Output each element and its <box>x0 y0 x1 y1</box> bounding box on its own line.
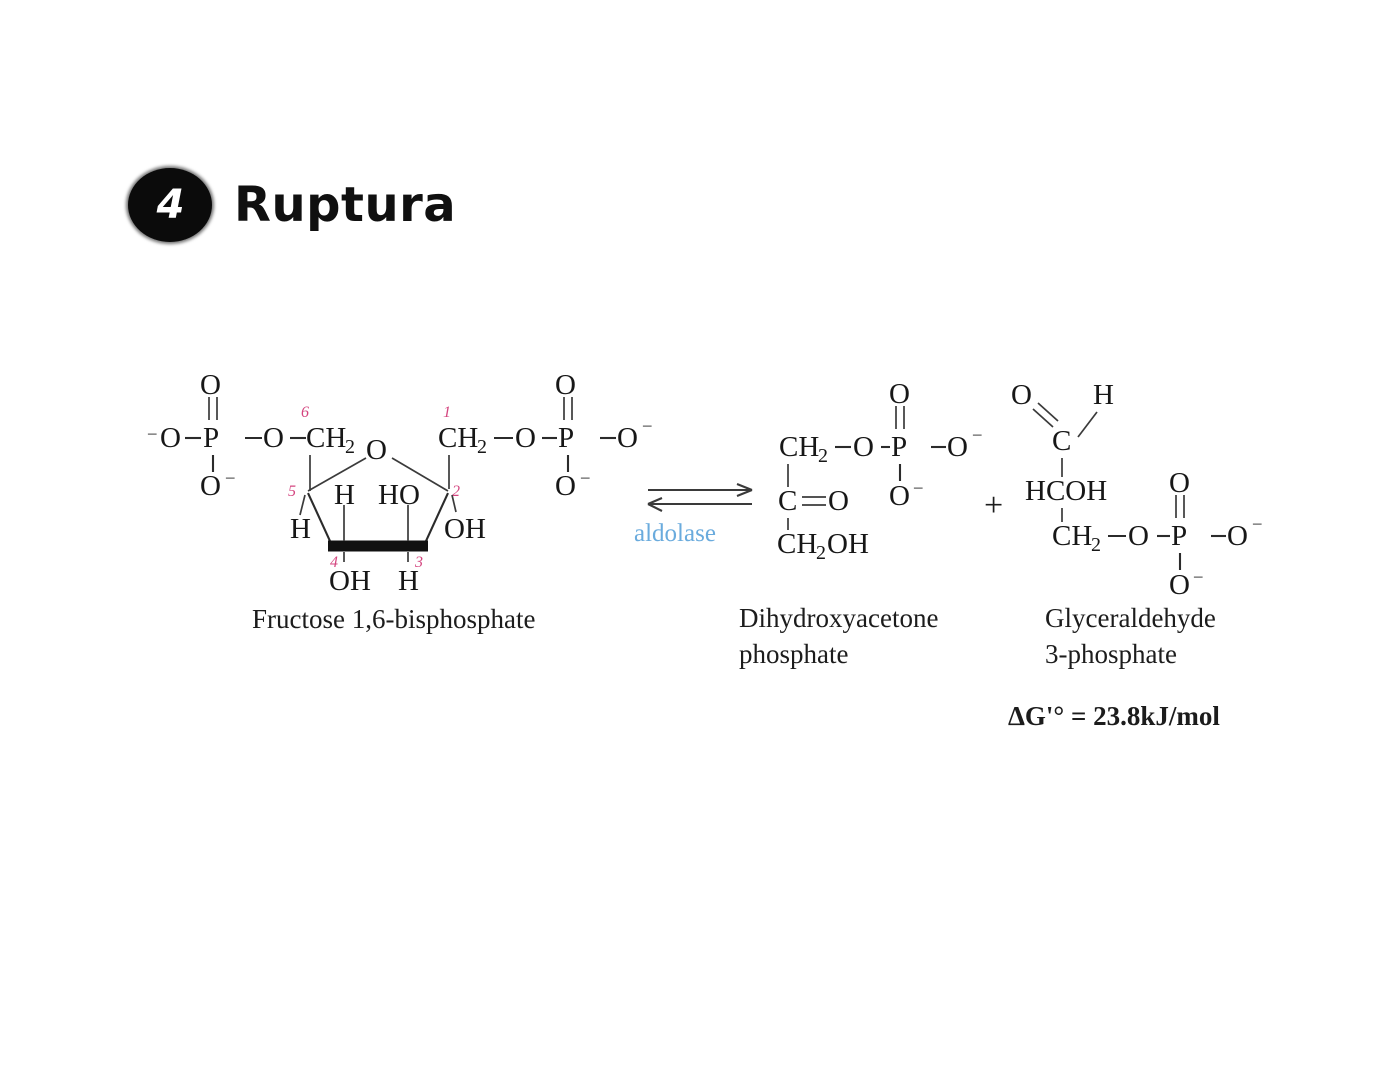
dhap-carbonyl-c: C <box>778 485 797 517</box>
reverse-arrow-head-bottom <box>647 503 663 512</box>
dhap-carbonyl-o: O <box>828 485 849 517</box>
left-bottom-o-charge: – <box>225 467 235 486</box>
c6-subscript: 2 <box>345 436 355 458</box>
forward-arrow-head-top <box>736 483 753 491</box>
ring-number-4: 4 <box>330 554 338 571</box>
g3p-top-o: O <box>1169 467 1190 499</box>
g3p-terminal-o-charge: – <box>1252 513 1262 532</box>
c4-hydroxyl: OH <box>329 565 371 597</box>
left-phosphorus: P <box>203 422 219 454</box>
delta-g-value: ΔG'° = 23.8kJ/mol <box>1008 701 1220 731</box>
g3p-aldehyde-o: O <box>1011 379 1032 411</box>
c1-subscript: 2 <box>477 436 487 458</box>
compound-fructose-1-6-bisphosphate: – O P O O O – 6 CH 2 <box>147 369 652 634</box>
ring-number-6: 6 <box>301 404 309 421</box>
g3p-ch2-subscript: 2 <box>1091 534 1101 556</box>
dhap-terminal-o-charge: – <box>972 424 982 443</box>
dhap-ch2-top-subscript: 2 <box>818 445 828 467</box>
substrate-name: Fructose 1,6-bisphosphate <box>252 604 535 634</box>
g3p-bottom-o-charge: – <box>1193 566 1203 585</box>
c3-hydroxyl: HO <box>378 479 420 511</box>
g3p-bridge-o: O <box>1128 520 1149 552</box>
dhap-ch2oh-tail: OH <box>827 528 869 560</box>
dhap-top-o: O <box>889 378 910 410</box>
bond-c5-ringO <box>307 457 367 492</box>
right-top-o: O <box>555 369 576 401</box>
bond-g3p-o-double-b <box>1032 408 1054 428</box>
dhap-ch2oh-subscript: 2 <box>816 542 826 564</box>
bond-c5-c4 <box>307 492 331 542</box>
left-terminal-o-charge: – <box>147 423 157 442</box>
g3p-bottom-o: O <box>1169 569 1190 601</box>
enzyme-label: aldolase <box>634 520 716 547</box>
g3p-ch2: CH <box>1052 520 1092 552</box>
g3p-name-line2: 3-phosphate <box>1045 639 1177 669</box>
g3p-hcoh: HCOH <box>1025 475 1107 507</box>
right-phosphorus: P <box>558 422 574 454</box>
dhap-phosphorus: P <box>891 431 907 463</box>
right-terminal-o: O <box>617 422 638 454</box>
right-bottom-o: O <box>555 470 576 502</box>
right-bottom-o-charge: – <box>580 467 590 486</box>
c4-hydrogen: H <box>334 479 355 511</box>
compound-glyceraldehyde-3-phosphate: O C H HCOH CH 2 O P O – O O – Glyceralde… <box>1011 379 1262 669</box>
dhap-bridge-o: O <box>853 431 874 463</box>
reverse-arrow-head-top <box>647 497 663 505</box>
g3p-phosphorus: P <box>1171 520 1187 552</box>
step-number-badge: 4 <box>128 168 212 242</box>
plus-sign: + <box>984 487 1003 524</box>
ring-number-3: 3 <box>414 554 423 571</box>
c5-hydrogen: H <box>290 513 311 545</box>
bond-c5-h <box>299 494 306 516</box>
g3p-aldehyde-h: H <box>1093 379 1114 411</box>
page-title: Ruptura <box>234 177 457 233</box>
dhap-ch2-top: CH <box>779 431 819 463</box>
ring-oxygen: O <box>366 434 387 466</box>
dhap-ch2oh: CH <box>777 528 817 560</box>
g3p-name-line1: Glyceraldehyde <box>1045 603 1216 633</box>
c6-label: CH <box>306 422 346 454</box>
left-top-o: O <box>200 369 221 401</box>
dhap-bottom-o-charge: – <box>913 477 923 496</box>
dhap-bottom-o: O <box>889 480 910 512</box>
dhap-name-line2: phosphate <box>739 639 848 669</box>
compound-dihydroxyacetone-phosphate: CH 2 O P O – O O – C O CH 2 OH Dihydroxy… <box>739 378 982 669</box>
ring-number-5: 5 <box>288 483 296 500</box>
left-bottom-o: O <box>200 470 221 502</box>
furanose-ring: O 5 2 4 3 <box>288 434 460 571</box>
bond-c2-c3 <box>425 492 449 542</box>
c3-hydrogen: H <box>398 565 419 597</box>
forward-arrow-head-bottom <box>736 489 753 497</box>
ring-number-2: 2 <box>452 483 460 500</box>
right-bridge-o: O <box>515 422 536 454</box>
step-heading: 4 Ruptura <box>128 168 456 242</box>
right-terminal-o-charge: – <box>642 415 652 434</box>
g3p-terminal-o: O <box>1227 520 1248 552</box>
dhap-name-line1: Dihydroxyacetone <box>739 603 938 633</box>
c6-group: 6 CH 2 <box>301 404 355 491</box>
bond-g3p-o-double-a <box>1037 402 1059 422</box>
ring-substituents: H H OH HO H OH <box>290 479 486 597</box>
dhap-terminal-o: O <box>947 431 968 463</box>
right-phosphate-group: 1 CH 2 O P O – O O – <box>438 369 652 502</box>
c1-label: CH <box>438 422 478 454</box>
left-terminal-o: O <box>160 422 181 454</box>
ring-number-1: 1 <box>443 404 451 421</box>
bond-ringO-c2 <box>391 457 449 492</box>
left-bridge-o: O <box>263 422 284 454</box>
c2-hydroxyl: OH <box>444 513 486 545</box>
bond-g3p-c-h <box>1077 411 1098 438</box>
left-phosphate-group: – O P O O O – <box>147 369 306 502</box>
delta-g-annotation: ΔG'° = 23.8kJ/mol <box>1008 701 1220 731</box>
reaction-arrow-group: aldolase <box>634 483 753 547</box>
g3p-aldehyde-c: C <box>1052 425 1071 457</box>
bond-c2-oh <box>451 494 457 513</box>
